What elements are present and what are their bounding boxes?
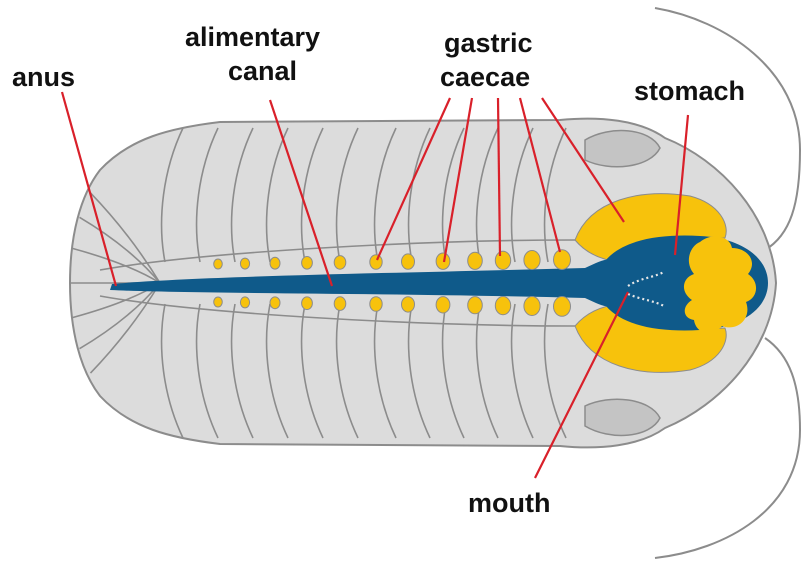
label-alimentary-1: alimentary xyxy=(185,22,320,52)
caecum-dot xyxy=(370,297,382,312)
caecum-dot xyxy=(270,257,280,269)
caecum-dot xyxy=(370,255,382,270)
caecum-dot xyxy=(240,258,249,269)
caecum-dot xyxy=(270,297,280,309)
label-anus: anus xyxy=(12,62,75,92)
caecum-dot xyxy=(436,253,450,269)
caecum-dot xyxy=(436,297,450,313)
label-gastric-2: caecae xyxy=(440,62,530,92)
caecum-dot xyxy=(402,297,415,312)
label-stomach: stomach xyxy=(634,76,745,106)
caecum-dot xyxy=(240,297,249,308)
caecum-dot xyxy=(524,297,540,316)
caecum-dot xyxy=(402,254,415,269)
caecum-dot xyxy=(214,259,223,269)
caecum-dot xyxy=(495,297,510,315)
caecum-dot xyxy=(302,257,313,270)
caecum-dot xyxy=(468,297,483,314)
label-alimentary-2: canal xyxy=(228,56,297,86)
caecum-dot xyxy=(302,297,313,310)
caecum-dot xyxy=(524,251,540,270)
label-mouth: mouth xyxy=(468,488,550,518)
caecum-dot xyxy=(334,256,346,270)
caecum-dot xyxy=(554,297,571,317)
caecum-dot xyxy=(554,250,571,270)
caecum-dot xyxy=(334,297,346,311)
label-gastric-1: gastric xyxy=(444,28,533,58)
caecum-dot xyxy=(495,251,510,269)
caecum-dot xyxy=(214,297,223,307)
caecum-dot xyxy=(468,252,483,269)
